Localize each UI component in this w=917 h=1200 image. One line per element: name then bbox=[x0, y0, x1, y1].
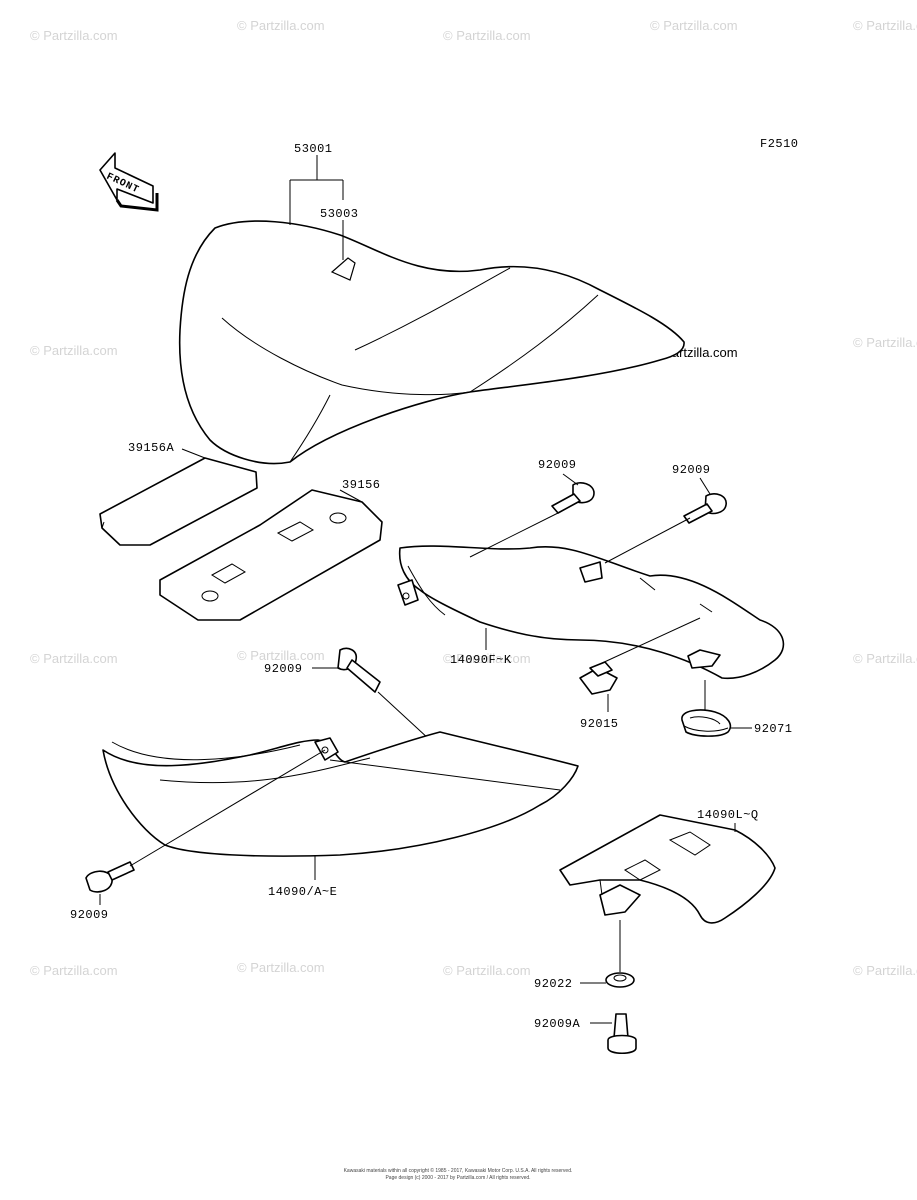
part-label-92009-c: 92009 bbox=[264, 662, 303, 676]
watermark: © Partzilla.com bbox=[30, 651, 118, 666]
bolt-92009-b bbox=[683, 493, 727, 524]
grommet-92071 bbox=[681, 709, 732, 737]
clip-92015 bbox=[579, 661, 618, 695]
part-label-39156: 39156 bbox=[342, 478, 381, 492]
part-label-14090F-K: 14090F~K bbox=[450, 653, 512, 667]
watermark: © Partzilla.com bbox=[853, 335, 917, 350]
leader-bolt-a-to-cover bbox=[469, 511, 561, 558]
leader-92009-d-to-cover bbox=[129, 749, 326, 867]
diagram-code: F2510 bbox=[760, 137, 799, 151]
watermark: © Partzilla.com bbox=[853, 18, 917, 33]
front-arrow-icon: FRONT bbox=[99, 152, 159, 212]
leader-92009-b bbox=[699, 477, 711, 495]
part-label-53003: 53003 bbox=[320, 207, 359, 221]
leader-39156A bbox=[181, 448, 206, 459]
watermark: © Partzilla.com bbox=[853, 651, 917, 666]
part-label-92015: 92015 bbox=[580, 717, 619, 731]
leader-92009-c-to-cover bbox=[377, 691, 431, 741]
watermark: © Partzilla.com bbox=[443, 963, 531, 978]
leader-bolt-b-to-cover bbox=[604, 517, 691, 564]
watermark: © Partzilla.com bbox=[30, 963, 118, 978]
part-label-92022: 92022 bbox=[534, 977, 573, 991]
cover-14090F-K bbox=[397, 545, 785, 680]
watermark: © Partzilla.com bbox=[853, 963, 917, 978]
leader-39156 bbox=[339, 489, 363, 503]
pad-39156A bbox=[99, 457, 258, 546]
seat-53001 bbox=[178, 220, 685, 465]
part-label-39156A: 39156A bbox=[128, 441, 175, 455]
watermark: © Partzilla.com bbox=[237, 18, 325, 33]
watermark: © Partzilla.com bbox=[443, 28, 531, 43]
part-label-92009-a: 92009 bbox=[538, 458, 577, 472]
footer-copyright: Kawasaki materials within all copyright … bbox=[344, 1167, 573, 1174]
watermark: © Partzilla.com bbox=[30, 343, 118, 358]
part-label-92071: 92071 bbox=[754, 722, 793, 736]
part-label-92009-d: 92009 bbox=[70, 908, 109, 922]
plate-39156 bbox=[159, 489, 383, 621]
watermark: © Partzilla.com bbox=[30, 28, 118, 43]
watermark: © Partzilla.com bbox=[650, 18, 738, 33]
part-label-14090L-Q: 14090L~Q bbox=[697, 808, 759, 822]
cover-14090-A-E bbox=[102, 731, 579, 857]
part-label-14090-A-E: 14090/A~E bbox=[268, 885, 337, 899]
part-label-53001: 53001 bbox=[294, 142, 333, 156]
bolt-92009A bbox=[607, 1013, 637, 1055]
part-label-92009-b: 92009 bbox=[672, 463, 711, 477]
bolt-92009-c bbox=[337, 647, 381, 693]
leader-92009-a bbox=[562, 473, 579, 486]
bracket-14090L-Q bbox=[559, 814, 776, 924]
bolt-92009-d bbox=[85, 861, 135, 893]
watermark: © Partzilla.com bbox=[237, 960, 325, 975]
leader-92015-to-cover bbox=[599, 617, 701, 665]
part-label-92009A: 92009A bbox=[534, 1017, 581, 1031]
washer-92022 bbox=[605, 972, 635, 988]
watermark: © Partzilla.com bbox=[237, 648, 325, 663]
bolt-92009-a bbox=[551, 482, 595, 514]
footer-design-credit: Page design (c) 2000 - 2017 by Partzilla… bbox=[385, 1175, 530, 1181]
watermark: © Partzilla.com bbox=[443, 651, 531, 666]
